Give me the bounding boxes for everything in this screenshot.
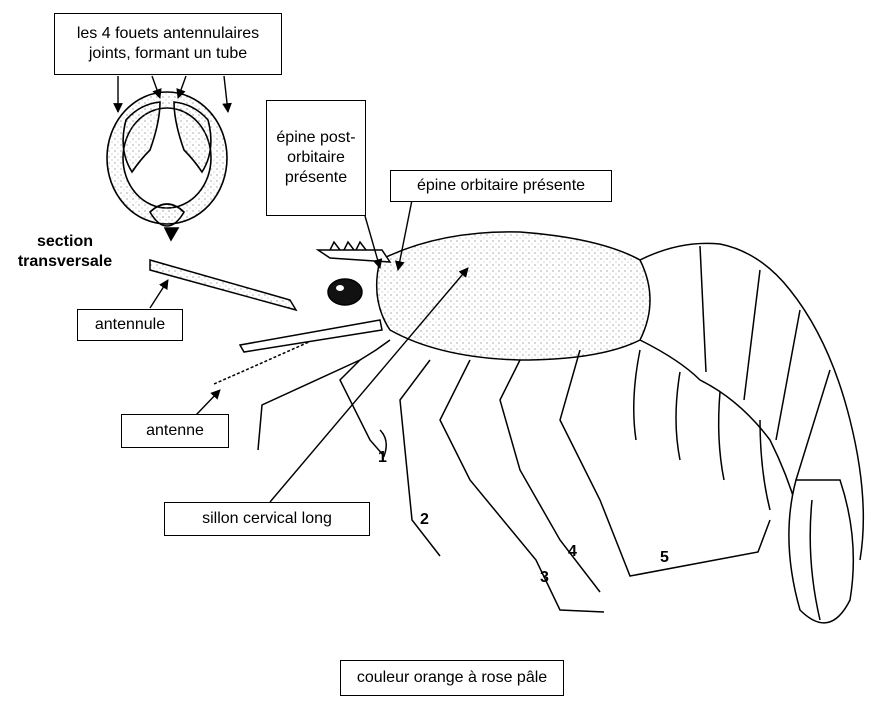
section-label: section transversale <box>6 232 124 272</box>
epine-orbitaire-label: épine orbitaire présente <box>390 170 612 202</box>
leg-number-1: 1 <box>378 449 387 466</box>
shrimp-body <box>150 232 863 623</box>
cross-section-drawing <box>107 92 227 240</box>
epine-post-orbitaire-label: épine post-orbitaire présente <box>266 100 366 216</box>
couleur-label: couleur orange à rose pâle <box>340 660 564 696</box>
leg-number-5: 5 <box>660 549 669 566</box>
leg-number-4: 4 <box>568 543 577 560</box>
antenne-label: antenne <box>121 414 229 448</box>
fouets-label: les 4 fouets antennulaires joints, forma… <box>54 13 282 75</box>
antennule-label: antennule <box>77 309 183 341</box>
leg-number-3: 3 <box>540 569 549 586</box>
sillon-label: sillon cervical long <box>164 502 370 536</box>
leg-number-2: 2 <box>420 511 429 528</box>
